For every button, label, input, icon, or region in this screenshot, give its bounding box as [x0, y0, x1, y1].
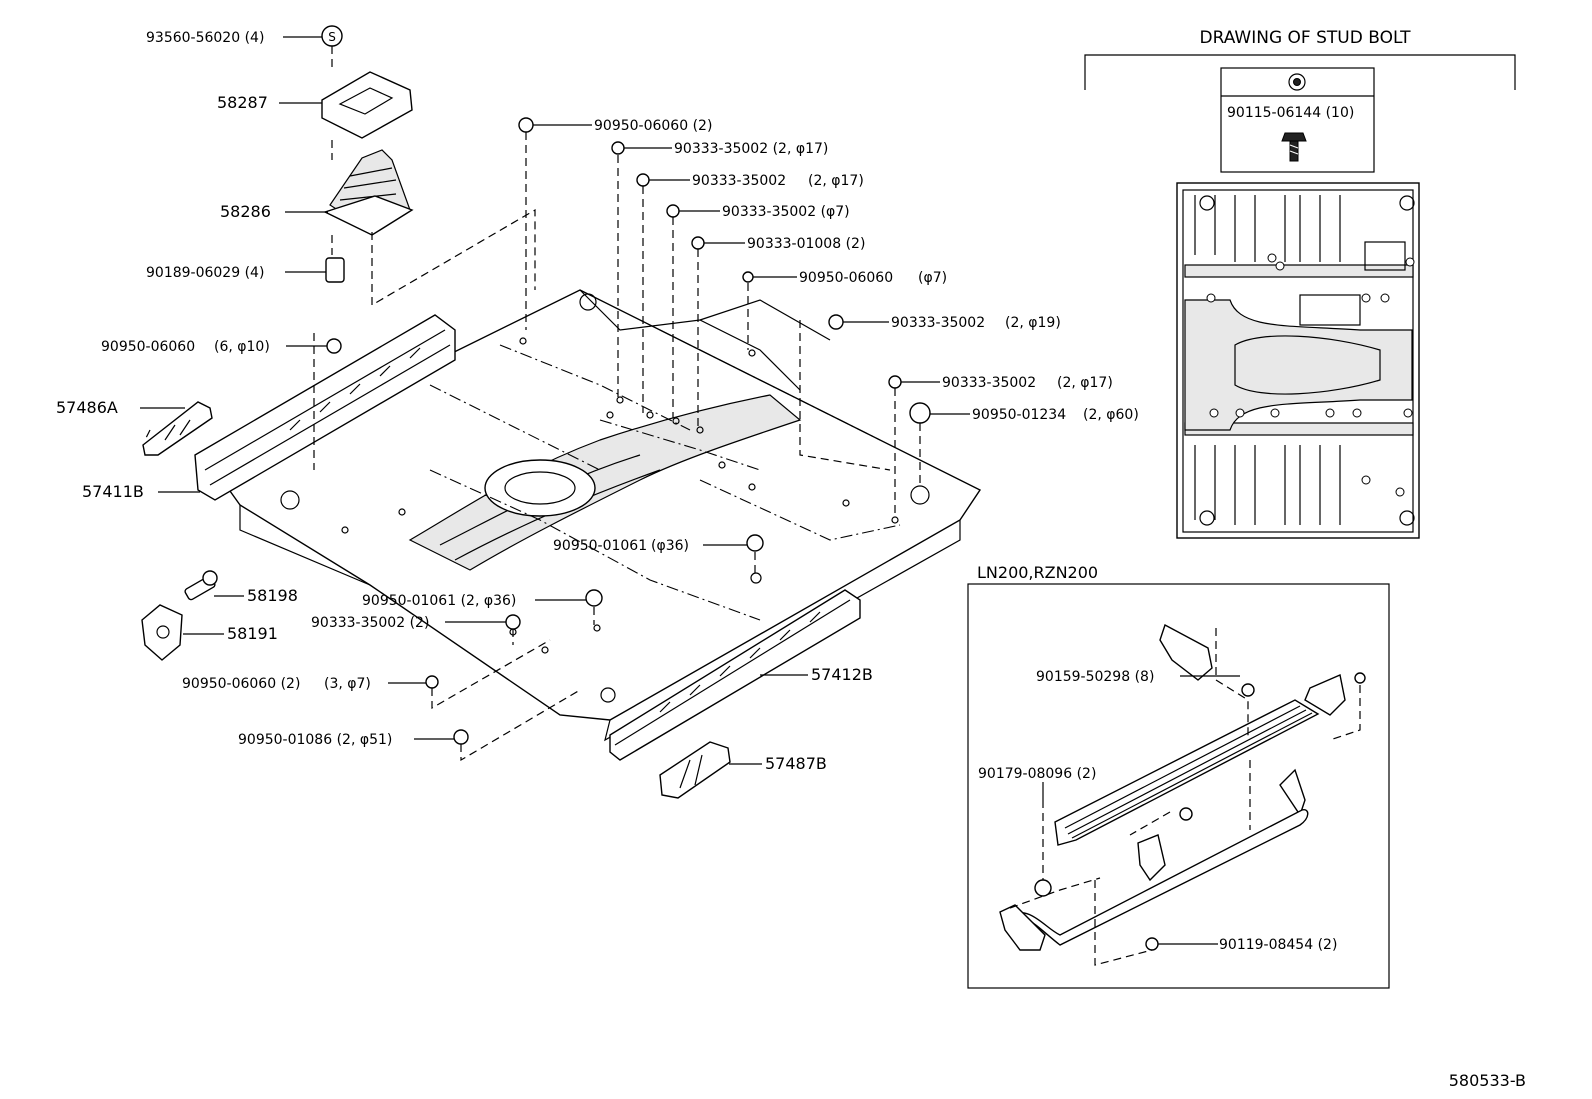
underbody-plan-view	[1176, 182, 1420, 539]
label-57412B: 57412B	[811, 665, 873, 684]
label-90950-06060-d-spec: (φ7)	[918, 270, 947, 286]
stud-bolt-section: DRAWING OF STUD BOLT 90115-06144 (10)	[1084, 28, 1516, 539]
label-90950-06060-b: 90950-06060 (2)	[182, 676, 300, 692]
assembly-dashes	[144, 46, 921, 762]
label-90333-35002-a: 90333-35002 (2, φ17)	[674, 141, 828, 157]
label-90950-06060-b-spec: (3, φ7)	[324, 676, 371, 692]
inset-label-90159-50298: 90159-50298 (8)	[1036, 669, 1154, 685]
boot-plate-58287	[321, 71, 413, 139]
label-58191: 58191	[227, 624, 278, 643]
label-58287: 58287	[217, 93, 268, 112]
label-90950-01061-a: 90950-01061 (2, φ36)	[362, 593, 516, 609]
label-90950-01234-spec: (2, φ60)	[1083, 407, 1139, 423]
label-90333-35002-c: 90333-35002 (φ7)	[722, 204, 850, 220]
label-90333-35002-f: 90333-35002 (2)	[311, 615, 429, 631]
label-90189-06029: 90189-06029 (4)	[146, 265, 264, 281]
label-90950-06060-a-spec: (6, φ10)	[214, 339, 270, 355]
stud-bolt-title: DRAWING OF STUD BOLT	[1200, 28, 1412, 48]
label-90950-06060-d: 90950-06060	[799, 270, 893, 286]
label-90333-35002-d-spec: (2, φ19)	[1005, 315, 1061, 331]
boot-58286	[323, 149, 414, 236]
inset-title: LN200,RZN200	[977, 563, 1098, 582]
label-90950-06060-c: 90950-06060 (2)	[594, 118, 712, 134]
inset-label-90119-08454: 90119-08454 (2)	[1219, 937, 1337, 953]
stud-bolt-part-label: 90115-06144 (10)	[1227, 105, 1354, 121]
inset-label-90179-08096: 90179-08096 (2)	[978, 766, 1096, 782]
label-90333-35002-e-spec: (2, φ17)	[1057, 375, 1113, 391]
stud-markers	[1206, 253, 1415, 497]
stud-bolt-icon	[1281, 132, 1307, 162]
s-mark-letter: S	[328, 30, 336, 44]
label-90333-35002-e: 90333-35002	[942, 375, 1036, 391]
label-90950-01061-b-spec: (φ36)	[651, 538, 689, 554]
bracket-58191	[141, 604, 183, 661]
label-90950-01061-b: 90950-01061	[553, 538, 647, 554]
label-90333-01008: 90333-01008 (2)	[747, 236, 865, 252]
label-90333-35002-d: 90333-35002	[891, 315, 985, 331]
label-57411B: 57411B	[82, 482, 144, 501]
label-90950-01234: 90950-01234	[972, 407, 1066, 423]
clip-90189	[325, 257, 345, 283]
leader-lines	[140, 36, 970, 765]
label-93560-56020: 93560-56020 (4)	[146, 30, 264, 46]
latch-58198	[184, 570, 218, 601]
floor-pan	[213, 289, 982, 742]
rocker-panel-57412B	[609, 589, 861, 761]
label-58286: 58286	[220, 202, 271, 221]
label-57487B: 57487B	[765, 754, 827, 773]
label-90950-01086: 90950-01086 (2, φ51)	[238, 732, 392, 748]
trim-57487B	[659, 741, 731, 799]
rocker-panel-57411B	[194, 314, 456, 501]
label-57486A: 57486A	[56, 398, 118, 417]
callout-labels: 93560-56020 (4) 58287 58286 90189-06029 …	[56, 30, 1139, 773]
label-90333-35002-b-spec: (2, φ17)	[808, 173, 864, 189]
stud-bolt-marker-icon	[1288, 73, 1306, 91]
label-90950-06060-a: 90950-06060	[101, 339, 195, 355]
label-90333-35002-b: 90333-35002	[692, 173, 786, 189]
trim-57486A	[142, 401, 213, 456]
label-58198: 58198	[247, 586, 298, 605]
inset-ln200-rzn200: LN200,RZN200 90159-50298 (8) 90179-08	[967, 563, 1390, 989]
diagram-code: 580533-B	[1449, 1071, 1526, 1090]
